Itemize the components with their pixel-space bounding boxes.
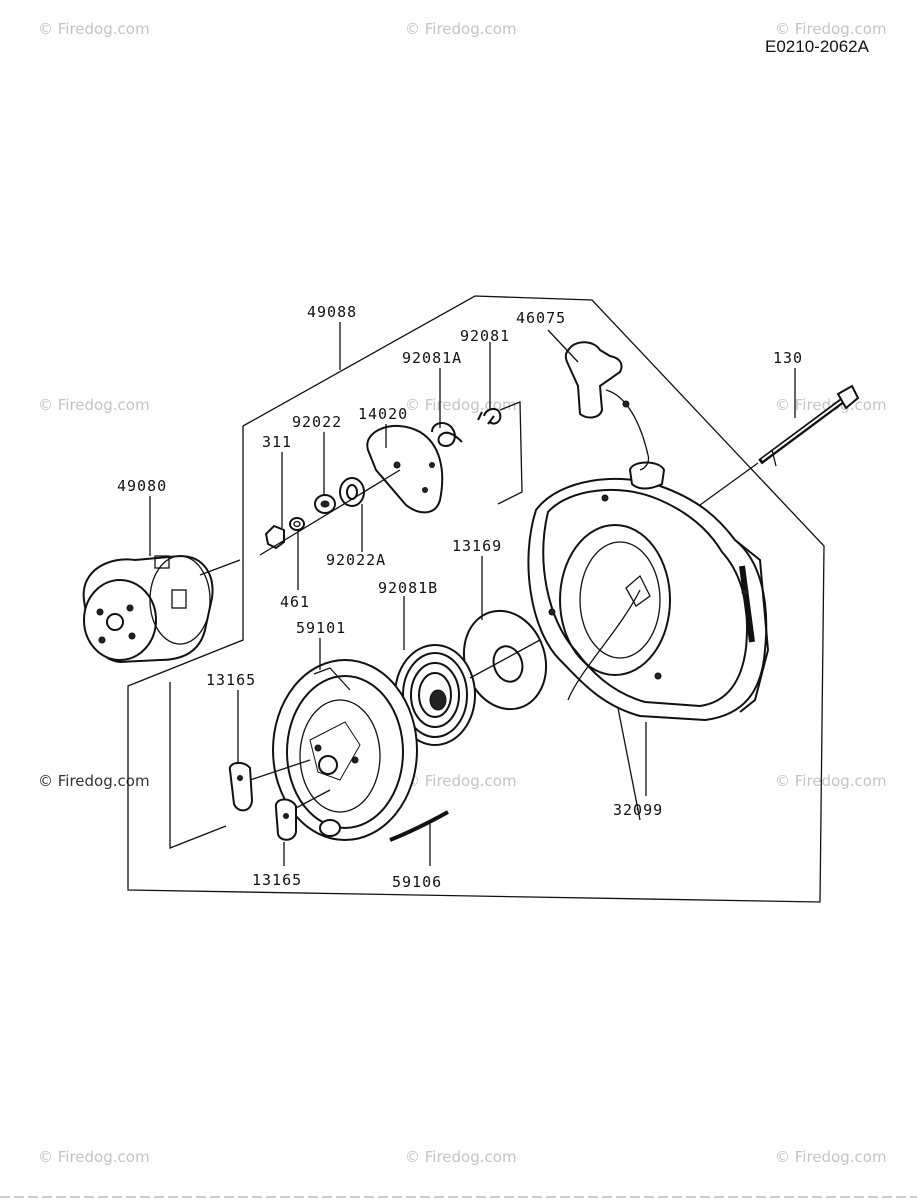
callout-130: 130 (773, 349, 803, 367)
callout-13169: 13169 (452, 537, 502, 555)
handle-46075 (564, 341, 650, 471)
axis-line (259, 469, 401, 556)
watermarks: © Firedog.com © Firedog.com © Firedog.co… (38, 20, 887, 1166)
callout-92022a: 92022A (326, 551, 386, 569)
nut-311 (264, 524, 285, 550)
ring-461 (289, 517, 305, 531)
callout-14020: 14020 (358, 405, 408, 423)
spring-92081 (477, 408, 502, 425)
callout-92081: 92081 (460, 327, 510, 345)
bracket-line (497, 401, 523, 505)
callout-92081b: 92081B (378, 579, 438, 597)
pawl-13165 (274, 798, 297, 841)
pawl-13165 (228, 762, 254, 812)
housing-32099 (527, 461, 770, 821)
callout-49080: 49080 (117, 477, 167, 495)
reel-59101 (272, 659, 418, 841)
rope-59106 (389, 810, 449, 842)
cover-plate-14020 (366, 424, 444, 514)
washer-92022a (339, 477, 365, 507)
callout-49088: 49088 (307, 303, 357, 321)
pulley-49080 (82, 554, 241, 664)
callout-92022: 92022 (292, 413, 342, 431)
axis-line (249, 759, 311, 781)
axis-line (295, 789, 331, 809)
callout-92081a: 92081A (402, 349, 462, 367)
leader-lines (149, 322, 796, 866)
watermark: © Firedog.com (38, 396, 150, 414)
watermark: © Firedog.com (38, 772, 150, 790)
watermark: © Firedog.com (775, 396, 887, 414)
callout-13165: 13165 (252, 871, 302, 889)
watermark: © Firedog.com (405, 20, 517, 38)
watermark: © Firedog.com (775, 20, 887, 38)
callout-461: 461 (280, 593, 310, 611)
washer-92022 (314, 494, 336, 514)
callouts: 49088 46075 92081 92081A 130 14020 92022… (117, 303, 803, 891)
watermark: © Firedog.com (405, 1148, 517, 1166)
watermark: © Firedog.com (38, 20, 150, 38)
callout-32099: 32099 (613, 801, 663, 819)
callout-311: 311 (262, 433, 292, 451)
watermark: © Firedog.com (38, 1148, 150, 1166)
spring-92081a (431, 422, 463, 448)
callout-13165: 13165 (206, 671, 256, 689)
watermark: © Firedog.com (775, 1148, 887, 1166)
watermark: © Firedog.com (405, 772, 517, 790)
watermark: © Firedog.com (775, 772, 887, 790)
axis-line (469, 639, 541, 679)
callout-46075: 46075 (516, 309, 566, 327)
diagram-code: E0210-2062A (765, 37, 870, 56)
callout-59106: 59106 (392, 873, 442, 891)
bolt-130 (699, 384, 860, 506)
assembly-outline (127, 295, 825, 903)
callout-59101: 59101 (296, 619, 346, 637)
